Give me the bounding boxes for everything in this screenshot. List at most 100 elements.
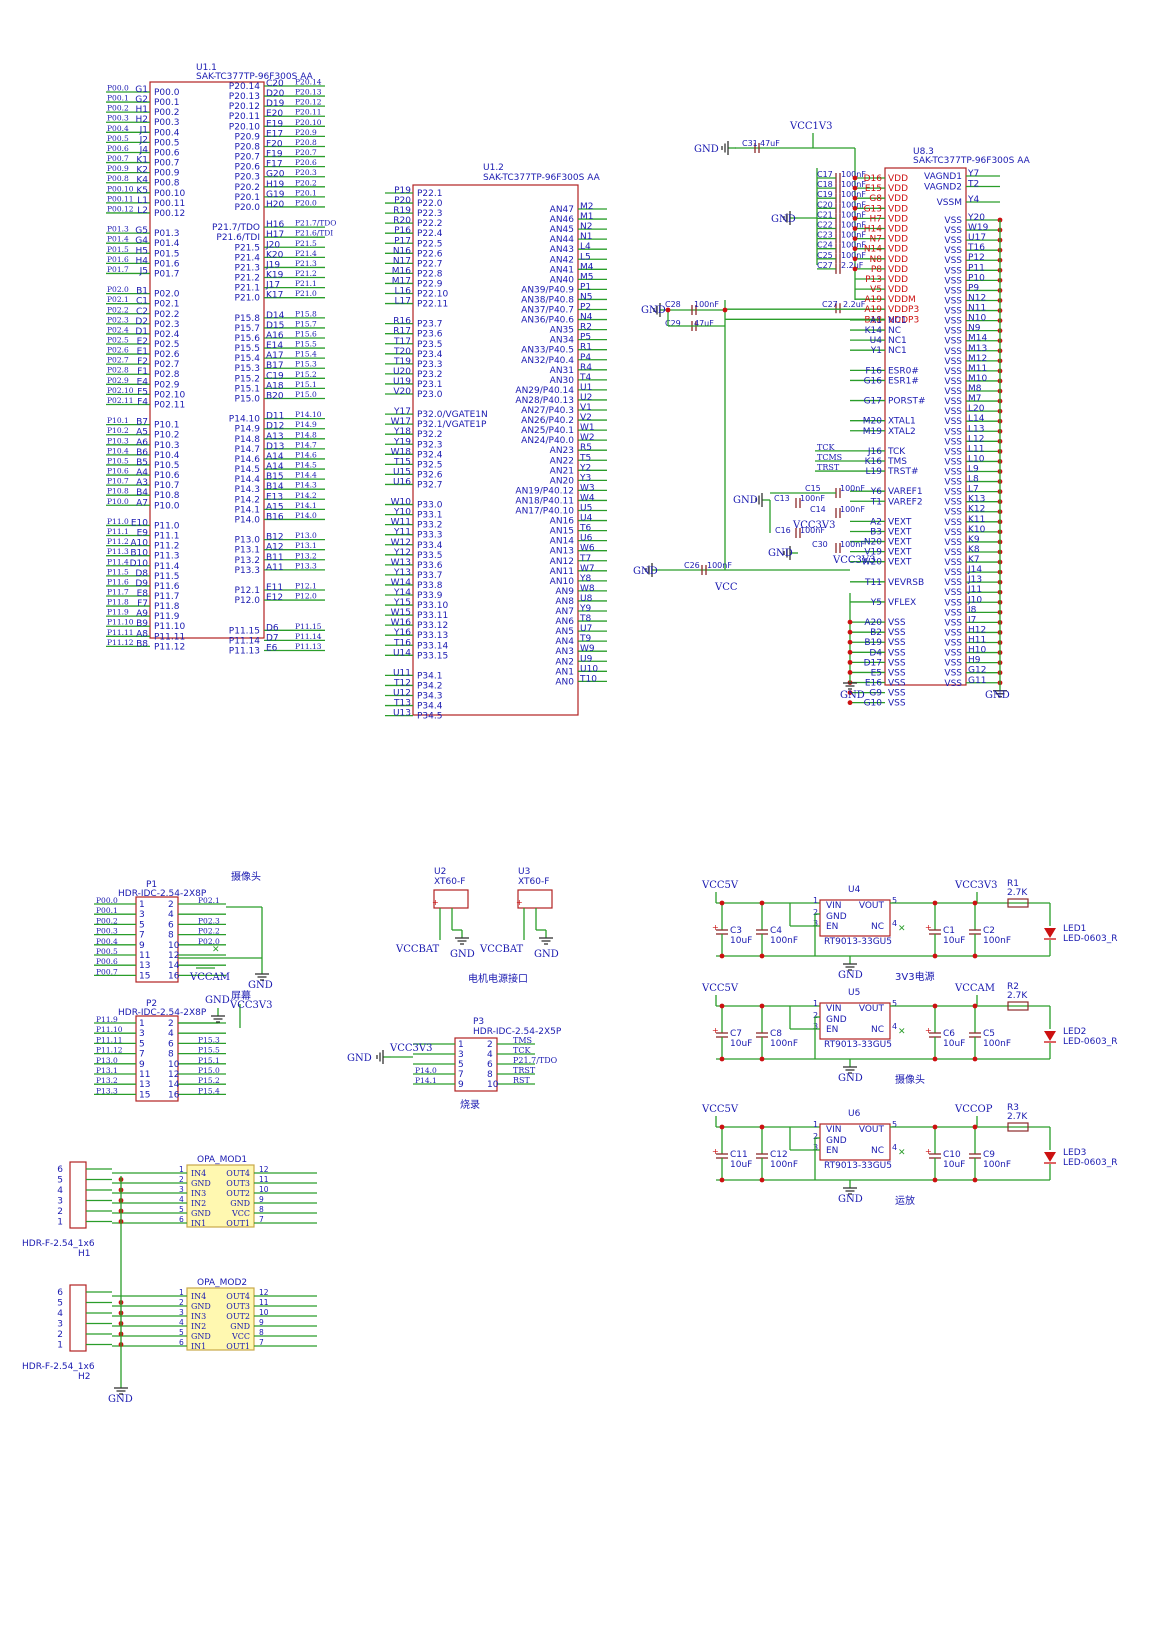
u11-left-pinnum: L2 [137,206,148,216]
u11-right-name: P20.1 [235,193,260,203]
u13-vss-name: VSS [944,256,962,266]
u11-right-pinnum: K19 [266,271,284,281]
u12-right-pinnum: U2 [580,393,592,403]
u12-left-pinnum: U12 [393,689,411,699]
u11-left-net: P00.9 [107,164,129,173]
reg2-cap-ref: C7 [730,1029,742,1039]
p2-lnet: P13.2 [96,1076,118,1085]
opa1-rname: OUT3 [226,1179,250,1188]
junction-dot [722,307,728,313]
reg1-led-icon [1044,928,1056,938]
reg3-cap-plus: + [712,1147,719,1156]
u12-right-name: AN47 [550,205,574,215]
u13-left-pinnum: B19 [864,638,882,648]
u11-right-net: P20.14 [295,78,322,87]
u13-vss-name: VSS [944,226,962,236]
u13-left-name: NC1 [888,346,907,356]
p2-lnet: P13.3 [96,1086,118,1095]
u11-left-net: P11.1 [107,527,129,536]
u11-right-net: P20.3 [295,168,317,177]
u13-vss-pinnum: M11 [968,364,987,374]
u11-left-name: P11.0 [154,521,180,531]
p3-rnet: TCK [513,1046,531,1055]
u12-left-pinnum: T12 [393,678,411,688]
u11-right-pinnum: B15 [266,472,284,482]
u11-right-pinnum: G20 [266,170,285,180]
u12-left-pinnum: W10 [391,498,412,508]
u11-left-pinnum: F7 [137,599,148,609]
opa1-rnum: 10 [259,1185,269,1194]
u13-left-pinnum: K16 [865,457,883,467]
u11-right-net: P20.6 [295,158,317,167]
junction-dot [932,953,938,959]
u11-left-name: P01.7 [154,269,179,279]
reg1-cap-ref: C1 [943,926,955,936]
u13-left-pinnum: D4 [869,648,882,658]
u11-right-net: P13.3 [295,561,317,570]
u13-vss-name: VSS [944,508,962,518]
u13-vss-pinnum: H12 [968,625,986,635]
p1-rnum: 14 [168,961,180,971]
vddp3-pinnum: A19 [864,305,882,315]
p1-lnet: P00.0 [96,896,118,905]
cap-val: 100nF [840,540,865,549]
opa1-hdr-num: 3 [57,1197,63,1207]
opa2-rnum: 11 [259,1298,269,1307]
u11-left-pinnum: G2 [135,95,148,105]
p1-lnum: 11 [139,951,150,961]
u12-right-pinnum: N2 [580,222,592,232]
p1-ref: P1 [146,880,157,890]
reg2-n4: 4 [892,1022,897,1031]
u12-left-pinnum: P17 [394,236,411,246]
u12-left-name: P34.2 [417,681,442,691]
u11-ref: U1.1 [196,63,217,73]
u12-right-pinnum: N1 [580,232,592,242]
u12-part: SAK-TC377TP-96F300S AA [483,173,601,183]
u11-body [149,81,265,639]
u11-left-name: P10.0 [154,501,180,511]
u12-right-name: AN28/P40.13 [515,396,574,406]
p2-rnet: P15.5 [198,1046,220,1055]
u11-left-pinnum: C2 [136,307,148,317]
opa1-lname: GND [191,1179,211,1188]
opa1-lname: IN4 [191,1169,206,1178]
reg2-gnd-label: GND [838,1073,863,1084]
junction-dot [932,1003,938,1009]
u13-left-name: VAREF1 [888,487,923,497]
u11-left-net: P10.2 [107,426,129,435]
u11-left-pinnum: A7 [136,498,148,508]
u12-left-name: P33.4 [417,541,443,551]
u12-right-name: AN44 [550,235,575,245]
u13-left-name: VAREF2 [888,497,923,507]
vddm-pinnum: A19 [864,295,882,305]
u12-right-pinnum: W8 [580,584,595,594]
p1-rnet: P02.1 [198,896,220,905]
u11-right-name: P21.0 [235,294,261,304]
junction-dot [852,226,858,231]
u13-vss-name: VSS [944,518,962,528]
cap-ref: C29 [665,319,681,328]
p3-gnd-label: GND [347,1053,372,1064]
u11-right-name: P15.3 [235,364,260,374]
u13-right-name: VAGND2 [924,183,962,193]
u11-left-pinnum: K4 [136,176,148,186]
u12-right-pinnum: T5 [579,453,591,463]
junction-dot [852,195,858,201]
junction-dot [759,1003,765,1009]
u12-right-name: AN10 [550,577,575,587]
reg1-cap-ref: C3 [730,926,742,936]
u13-left-name: VSS [888,618,906,628]
u11-right-pinnum: J17 [265,281,280,291]
u13-left-pinnum: T11 [864,578,882,588]
opa1-rname: OUT4 [226,1169,250,1178]
junction-dot [972,1124,978,1130]
u11-left-pinnum: E9 [137,529,149,539]
u11-left-net: P00.10 [107,184,134,193]
u11-left-net: P11.10 [107,618,134,627]
u11-left-net: P11.7 [107,588,129,597]
u11-right-pinnum: E20 [266,109,283,119]
u11-left-name: P11.12 [154,642,185,652]
u12-right-name: AN16 [550,517,575,527]
u11-right-pinnum: A12 [266,543,284,553]
u13-vss-name: VSS [944,327,962,337]
